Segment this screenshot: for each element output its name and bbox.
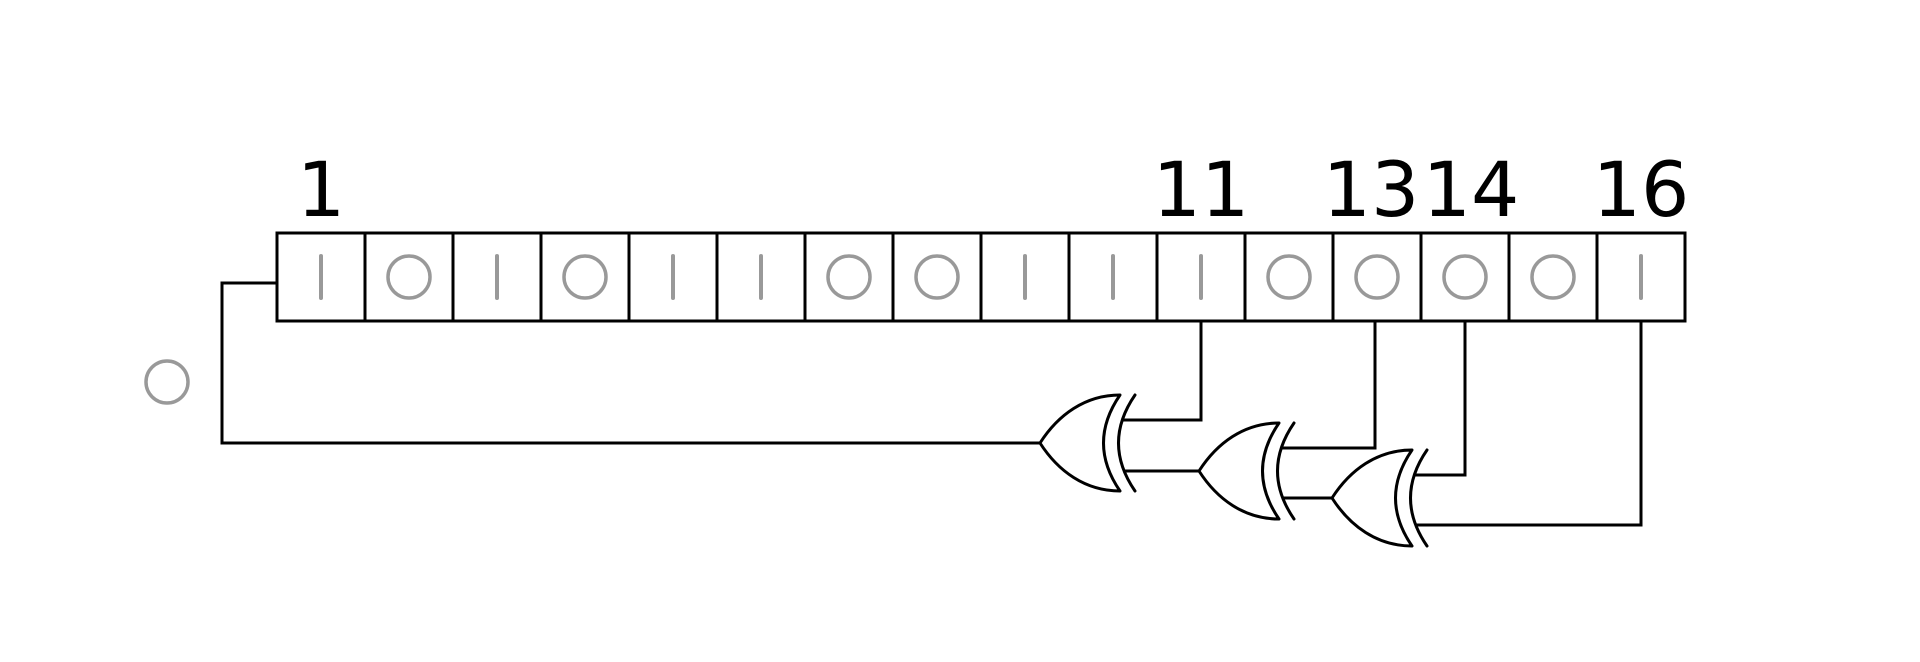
shift-register bbox=[275, 231, 1687, 323]
register-cell-10 bbox=[1067, 231, 1159, 323]
xor-gate-input-arc bbox=[1409, 448, 1429, 548]
register-cell-14 bbox=[1419, 231, 1511, 323]
tap-14-wire bbox=[1415, 321, 1467, 477]
cell-box bbox=[1331, 231, 1423, 323]
tap-13-wire bbox=[1282, 321, 1377, 450]
xor-gate-body bbox=[1330, 448, 1414, 548]
feedback-wiring bbox=[220, 281, 1643, 527]
xor-gates bbox=[1038, 393, 1429, 548]
bit-zero-glyph bbox=[1266, 254, 1312, 300]
cell-box bbox=[891, 231, 983, 323]
bit-zero-glyph bbox=[826, 254, 872, 300]
register-cell-16 bbox=[1595, 231, 1687, 323]
register-cell-5 bbox=[627, 231, 719, 323]
register-cell-9 bbox=[979, 231, 1071, 323]
register-cell-4 bbox=[539, 231, 631, 323]
register-cell-6 bbox=[715, 231, 807, 323]
xor-gate-input-arc bbox=[1117, 393, 1137, 493]
xor-gate-input-arc bbox=[1276, 421, 1296, 521]
bit-zero-glyph bbox=[1442, 254, 1488, 300]
xor-gate-2 bbox=[1197, 421, 1296, 521]
tap-label-11: 11 bbox=[1153, 145, 1250, 234]
register-cell-15 bbox=[1507, 231, 1599, 323]
xor-gate-body bbox=[1197, 421, 1281, 521]
cell-box bbox=[1243, 231, 1335, 323]
register-cell-3 bbox=[451, 231, 543, 323]
register-cell-11 bbox=[1155, 231, 1247, 323]
register-cell-7 bbox=[803, 231, 895, 323]
bit-zero-glyph bbox=[562, 254, 608, 300]
cell-box bbox=[1507, 231, 1599, 323]
cell-box bbox=[803, 231, 895, 323]
tap-11-wire bbox=[1123, 321, 1203, 422]
register-cell-1 bbox=[275, 231, 367, 323]
bit-zero-glyph bbox=[386, 254, 432, 300]
output-bit bbox=[144, 359, 190, 405]
bit-zero-glyph bbox=[914, 254, 960, 300]
register-cell-12 bbox=[1243, 231, 1335, 323]
register-cell-2 bbox=[363, 231, 455, 323]
bit-zero-glyph bbox=[1354, 254, 1400, 300]
tap-label-13: 13 bbox=[1323, 145, 1420, 234]
bit-zero-glyph bbox=[1530, 254, 1576, 300]
cell-box bbox=[363, 231, 455, 323]
tap-16-wire bbox=[1415, 321, 1643, 527]
cell-box bbox=[1419, 231, 1511, 323]
xor-gate-body bbox=[1038, 393, 1122, 493]
xor-gate-1 bbox=[1038, 393, 1137, 493]
register-cell-8 bbox=[891, 231, 983, 323]
tap-label-14: 14 bbox=[1423, 145, 1520, 234]
cell-box bbox=[539, 231, 631, 323]
register-cell-13 bbox=[1331, 231, 1423, 323]
feedback-wire bbox=[220, 281, 1040, 445]
output-bit-zero-glyph bbox=[144, 359, 190, 405]
xor-gate-3 bbox=[1330, 448, 1429, 548]
tap-label-1: 1 bbox=[297, 145, 345, 234]
tap-label-16: 16 bbox=[1593, 145, 1690, 234]
